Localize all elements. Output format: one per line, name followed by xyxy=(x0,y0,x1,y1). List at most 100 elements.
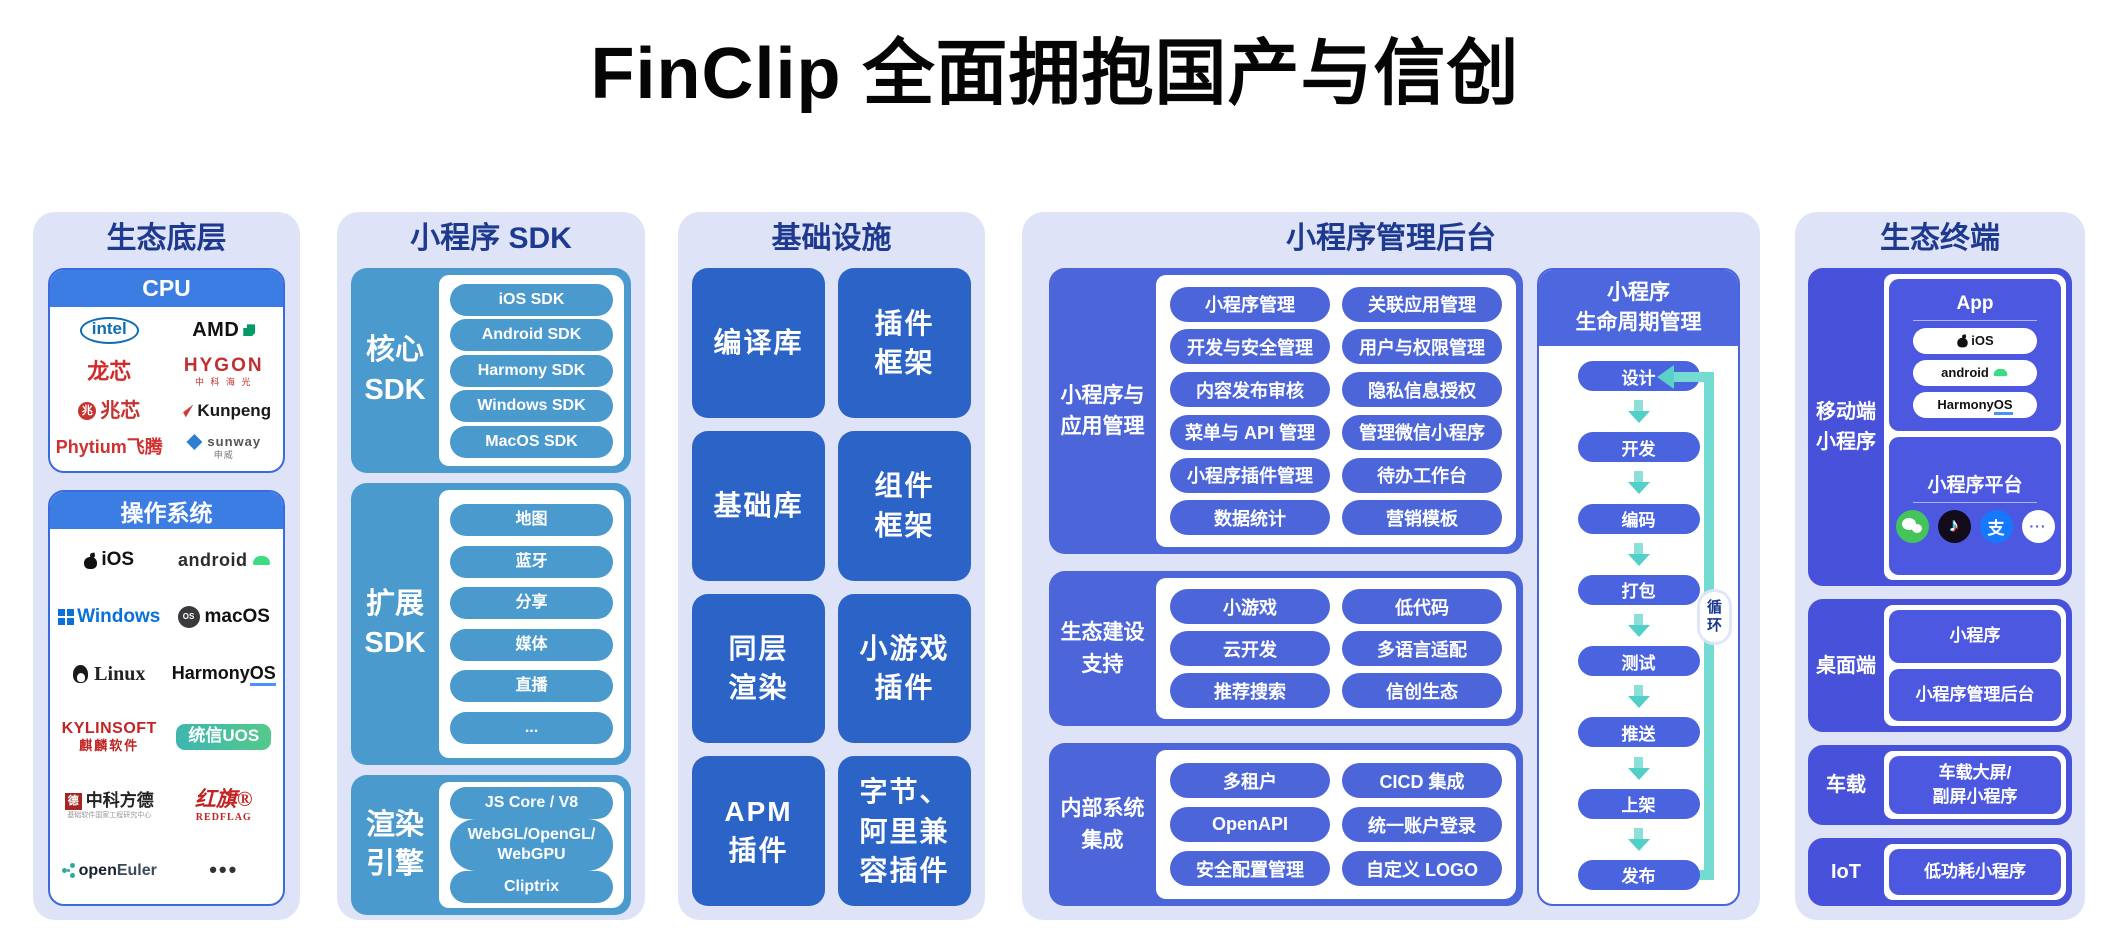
sdk-pill: Harmony SDK xyxy=(450,354,613,387)
linux-logo-text: Linux xyxy=(94,663,146,686)
apple-icon xyxy=(1957,334,1968,348)
eco-base-title: 生态底层 xyxy=(106,222,227,255)
down-arrow-icon xyxy=(1627,613,1650,637)
openeuler-logo: openEuler xyxy=(52,841,167,900)
down-arrow-bar xyxy=(1634,400,1643,412)
down-arrow-bar xyxy=(1634,542,1643,554)
more-icon: ··· xyxy=(2021,509,2055,543)
admin-pill: 营销模板 xyxy=(1342,500,1502,536)
lifecycle-step-2: 开发 xyxy=(1577,432,1700,463)
down-arrow-icon xyxy=(1627,827,1650,851)
sunway-logo-subtext: 申威 xyxy=(213,450,234,461)
eco-terminal-title: 生态终端 xyxy=(1880,222,2000,255)
harmonyos-logo: HarmonyOS xyxy=(167,646,282,703)
infra-cell: 编译库 xyxy=(692,268,825,418)
terminal-box: 小程序管理后台 xyxy=(1889,668,2061,721)
admin-pill: CICD 集成 xyxy=(1342,763,1502,798)
intel-logo-main: intel xyxy=(79,317,139,344)
terminal-section-desktop: 桌面端小程序小程序管理后台 xyxy=(1808,599,2072,732)
ios-logo-main: iOS xyxy=(84,550,134,571)
platform-icon-row: ♪支··· xyxy=(1895,509,2055,543)
sdk-pill: WebGL/OpenGL/WebGPU xyxy=(450,819,613,871)
admin-group-apps-label: 小程序与应用管理 xyxy=(1060,383,1145,439)
phytium-logo: Phytium飞腾 xyxy=(52,428,167,467)
infra-cell: 插件框架 xyxy=(838,268,971,418)
amd-arrow-icon xyxy=(243,324,256,337)
uos-logo: 统信UOS xyxy=(167,703,282,771)
sdk-pill: 直播 xyxy=(450,670,613,703)
admin-pill: 安全配置管理 xyxy=(1170,851,1330,886)
terminal-section-iot-panel: 低功耗小程序 xyxy=(1884,844,2066,900)
openeuler-logo-text: openEuler xyxy=(78,861,157,879)
phytium-logo-main: Phytium飞腾 xyxy=(55,436,163,458)
down-arrow-tip xyxy=(1627,482,1650,495)
kunpeng-logo: Kunpeng xyxy=(167,394,282,428)
sdk-pill: ... xyxy=(450,711,613,744)
more-logo: ••• xyxy=(167,841,282,900)
intel-logo: intel xyxy=(52,311,167,350)
app-box-title: App xyxy=(1956,292,1994,314)
alipay-icon: 支 xyxy=(1979,509,2013,543)
harmonyos-pill-text: HarmonyOS xyxy=(1937,397,2013,416)
kylinsoft-logo-subtext: 麒麟软件 xyxy=(79,737,140,753)
android-head-icon xyxy=(1993,369,2008,377)
redflag-logo-text: 红旗® xyxy=(194,787,253,812)
divider xyxy=(1913,319,2037,321)
terminal-section-iot-label: IoT xyxy=(1831,861,1861,883)
harmonyos-underline: OS xyxy=(1993,397,2013,416)
kunpeng-logo-text: Kunpeng xyxy=(197,400,272,420)
android-logo-text: android xyxy=(178,550,248,571)
platform-box-title: 小程序平台 xyxy=(1927,474,2023,496)
kylinsoft-logo-text: KYLINSOFT xyxy=(61,720,157,738)
redflag-logo: 红旗®REDFLAG xyxy=(167,771,282,841)
admin-group-eco-panel: 小游戏低代码云开发多语言适配推荐搜索信创生态 xyxy=(1156,578,1516,719)
os-card-header: 操作系统 xyxy=(50,492,283,529)
zhaoxin-icon: 兆 xyxy=(78,401,97,420)
admin-pill: 内容发布审核 xyxy=(1170,372,1330,408)
cpu-card-header: CPU xyxy=(50,270,283,307)
down-arrow-tip xyxy=(1627,696,1650,709)
admin-pill: 关联应用管理 xyxy=(1342,286,1502,322)
admin-pill: 小游戏 xyxy=(1170,589,1330,624)
admin-group-apps-panel: 小程序管理关联应用管理开发与安全管理用户与权限管理内容发布审核隐私信息授权菜单与… xyxy=(1156,275,1516,547)
harmonyos-logo-text: HarmonyOS xyxy=(172,663,276,687)
macos-logo-text: macOS xyxy=(204,605,270,627)
admin-pill: 小程序插件管理 xyxy=(1170,457,1330,493)
lifecycle-step-3: 编码 xyxy=(1577,503,1700,534)
amd-logo-main: AMD xyxy=(192,319,256,341)
down-arrow-bar xyxy=(1634,827,1643,839)
ios-logo-text: iOS xyxy=(101,549,135,571)
windows-logo: Windows xyxy=(52,589,167,646)
admin-pill: 多语言适配 xyxy=(1342,631,1502,666)
more-logos-ellipsis: ••• xyxy=(209,857,239,883)
lifecycle-body: 设计开发编码打包测试推送上架发布循环 xyxy=(1539,346,1738,904)
admin-pill: 菜单与 API 管理 xyxy=(1170,414,1330,450)
phytium-logo-text: Phytium飞腾 xyxy=(55,436,163,457)
admin-pill: 待办工作台 xyxy=(1342,457,1502,493)
divider xyxy=(1913,501,2037,503)
terminal-box: 小程序 xyxy=(1889,610,2061,663)
admin-pill: 管理微信小程序 xyxy=(1342,414,1502,450)
zhaoxin-logo: 兆兆芯 xyxy=(52,394,167,428)
redflag-logo-main: 红旗® xyxy=(195,788,253,811)
android-head-icon xyxy=(252,556,270,566)
infra-cell: 基础库 xyxy=(692,430,825,581)
admin-group-apps: 小程序与应用管理小程序管理关联应用管理开发与安全管理用户与权限管理内容发布审核隐… xyxy=(1049,268,1523,554)
loongson-logo-text: 龙芯 xyxy=(87,358,132,384)
column-admin-backend: 小程序管理后台 小程序与应用管理小程序管理关联应用管理开发与安全管理用户与权限管… xyxy=(1022,212,1760,920)
